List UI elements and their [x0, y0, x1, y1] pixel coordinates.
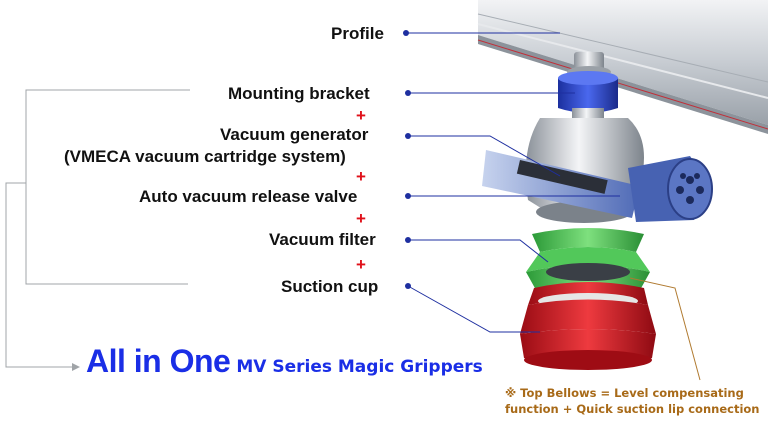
label-profile: Profile	[331, 24, 384, 43]
label-auto-release-valve: Auto vacuum release valve	[139, 187, 358, 206]
generator-body-part	[482, 118, 713, 223]
filter-leader-line	[408, 239, 549, 263]
label-suction-cup: Suction cup	[281, 277, 379, 296]
bellows-note-line-2: function + Quick suction lip connection	[505, 402, 760, 416]
note-leader-line	[629, 277, 701, 381]
label-vacuum-generator-sub: (VMECA vacuum cartridge system)	[64, 147, 346, 166]
grouping-arrow-head	[72, 363, 80, 371]
valve-dot	[405, 193, 411, 199]
bellows-note: ※ Top Bellows = Level compensating funct…	[505, 385, 759, 417]
leader-lines	[406, 32, 701, 381]
label-vacuum-filter: Vacuum filter	[269, 230, 376, 249]
label-vacuum-generator: Vacuum generator	[220, 125, 369, 144]
plus-sign-1: +	[356, 106, 366, 125]
headline-main: All in One	[86, 343, 231, 379]
headline-sub: MV Series Magic Grippers	[236, 357, 483, 377]
grouping-bracket	[5, 89, 190, 368]
suction-cup-part	[520, 282, 656, 370]
cup-leader-line	[407, 285, 540, 333]
cup-dot	[405, 283, 411, 289]
generator-leader-line	[408, 135, 561, 177]
profile-rail	[477, 0, 768, 134]
leader-dots	[403, 30, 411, 289]
filter-dot	[405, 237, 411, 243]
plus-sign-4: +	[356, 255, 366, 274]
vacuum-filter-part	[526, 228, 650, 290]
generator-dot	[405, 133, 411, 139]
label-mounting-bracket: Mounting bracket	[228, 84, 370, 103]
bellows-note-line-1: ※ Top Bellows = Level compensating	[505, 386, 744, 400]
plus-sign-3: +	[356, 209, 366, 228]
bracket-dot	[405, 90, 411, 96]
profile-dot	[403, 30, 409, 36]
plus-sign-2: +	[356, 167, 366, 186]
